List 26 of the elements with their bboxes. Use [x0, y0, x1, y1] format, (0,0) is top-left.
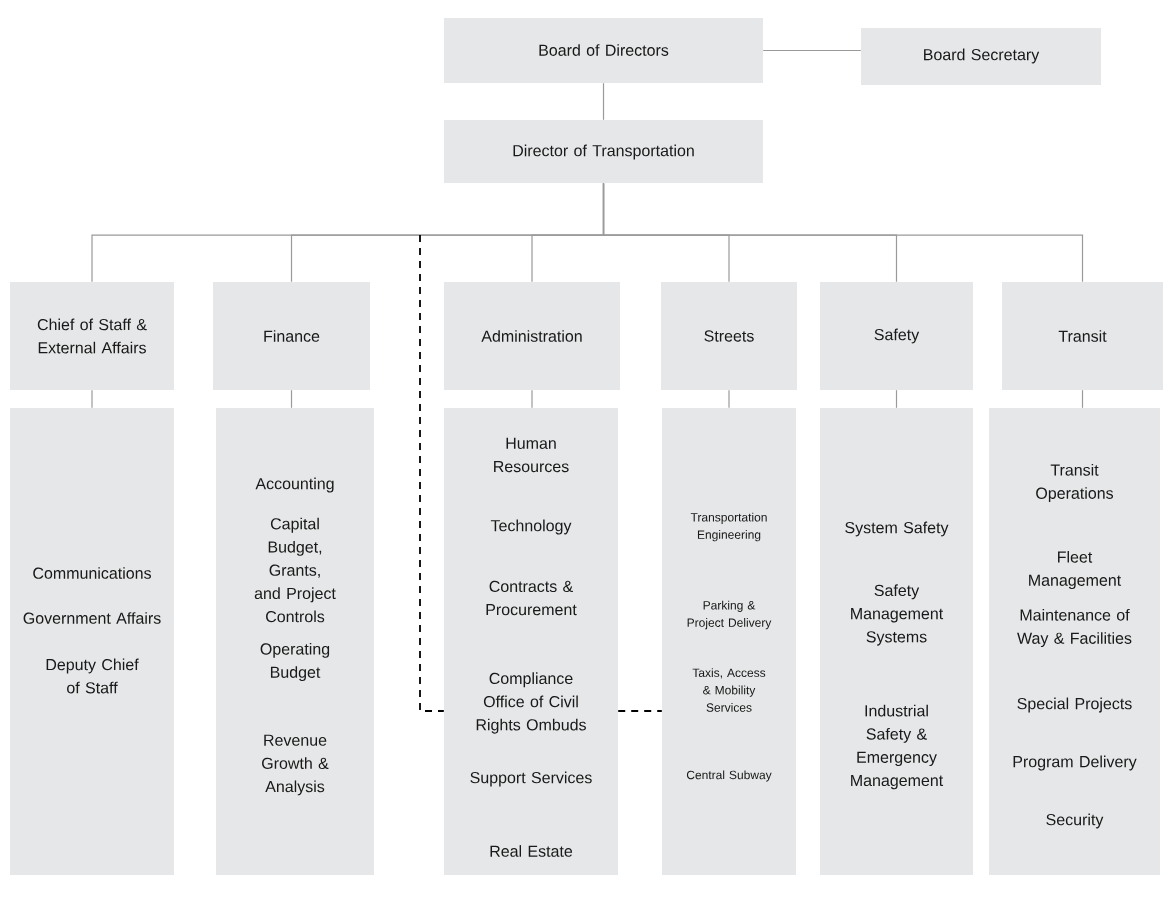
- org-box: Finance: [213, 282, 370, 390]
- org-box: Accounting Capital Budget, Grants, and Project Controls Operating Budget Revenue Growth & Analysis: [216, 408, 374, 875]
- connector-line: [602, 182, 1084, 283]
- connector-line: [895, 389, 898, 409]
- connector-line: [91, 389, 93, 409]
- dashed-connector: [419, 234, 445, 712]
- org-box: Transportation Engineering Parking & Project Delivery Taxis, Access & Mobility Services Central Subway: [662, 408, 796, 875]
- org-box: System Safety Safety Management Systems Industrial Safety & Emergency Management: [820, 408, 973, 875]
- org-box: Streets: [661, 282, 797, 390]
- org-box: Administration: [444, 282, 620, 390]
- org-box: Transit Operations Fleet Management Maintenance of Way & Facilities Special Projects Program Delivery Security: [989, 408, 1160, 875]
- org-box: Transit: [1002, 282, 1163, 390]
- org-box: Board of Directors: [444, 18, 763, 83]
- connector-line: [290, 389, 293, 409]
- org-box: Human Resources Technology Contracts & Procurement Compliance Office of Civil Rights Ombuds Support Services Real Estate: [444, 408, 618, 875]
- org-box: Chief of Staff & External Affairs: [10, 282, 174, 390]
- dashed-connector: [617, 710, 663, 712]
- connector-line: [531, 389, 533, 409]
- connector-line: [728, 389, 730, 409]
- connector-line: [602, 82, 605, 121]
- org-box: Communications Government Affairs Deputy Chief of Staff: [10, 408, 174, 875]
- org-box: Director of Transportation: [444, 120, 763, 183]
- org-box: Safety: [820, 282, 973, 390]
- org-box: Board Secretary: [861, 28, 1101, 85]
- connector-line: [762, 49, 862, 52]
- connector-line: [1081, 389, 1084, 409]
